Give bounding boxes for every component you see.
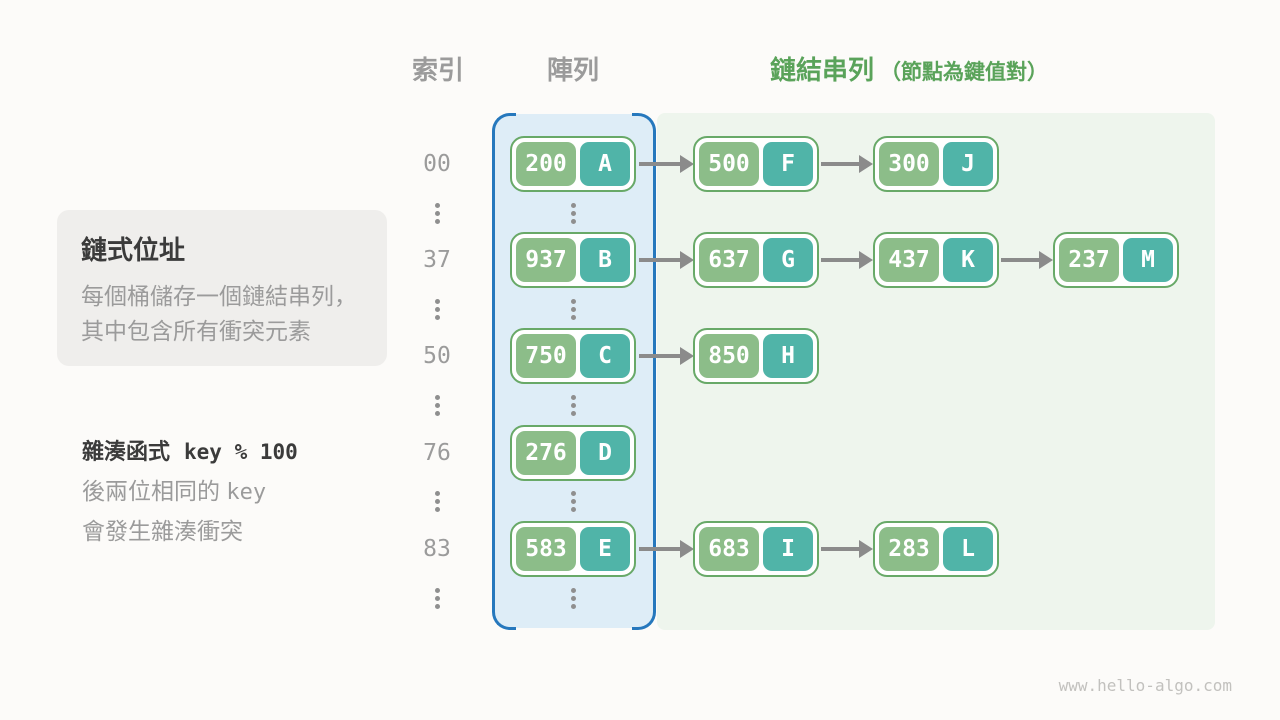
ellipsis-dots-icon (434, 588, 440, 609)
node-value: D (580, 431, 630, 475)
hash-row-00: 00 200 A 500 F 300 J (0, 136, 1280, 192)
hash-row-50: 50 750 C 850 H (0, 328, 1280, 384)
linked-list-column-header: 鏈結串列 （節點為鍵值對） (770, 54, 1230, 86)
node-key: 637 (699, 238, 759, 282)
next-pointer-arrow (639, 347, 694, 365)
callout-title: 鏈式位址 (81, 235, 186, 265)
node-value: A (580, 142, 630, 186)
bucket-node: 750 C (510, 328, 636, 384)
index-label: 76 (423, 440, 451, 466)
node-key: 276 (516, 431, 576, 475)
bucket-node: 583 E (510, 521, 636, 577)
callout-body: 每個桶儲存一個鏈結串列， 其中包含所有衝突元素 (81, 279, 363, 349)
node-value: L (943, 527, 993, 571)
next-pointer-arrow (639, 540, 694, 558)
hash-row-76: 76 276 D (0, 425, 1280, 481)
node-value: K (943, 238, 993, 282)
node-key: 283 (879, 527, 939, 571)
hash-row-37: 37 937 B 637 G 437 K 237 M (0, 232, 1280, 288)
next-pointer-arrow (821, 251, 873, 269)
ellipsis-dots-icon (570, 588, 576, 609)
ellipsis-dots-icon (434, 491, 440, 512)
next-pointer-arrow (821, 540, 873, 558)
list-node: 300 J (873, 136, 999, 192)
node-key: 750 (516, 334, 576, 378)
list-node: 850 H (693, 328, 819, 384)
next-pointer-arrow (639, 251, 694, 269)
ellipsis-dots-icon (434, 395, 440, 416)
watermark: www.hello-algo.com (1058, 676, 1232, 695)
index-label: 00 (423, 151, 451, 177)
hash-function-label: 雜湊函式 (82, 439, 171, 464)
node-value: I (763, 527, 813, 571)
node-key: 500 (699, 142, 759, 186)
hash-function-title: 雜湊函式 key % 100 (82, 434, 402, 466)
hash-note-key-code: key (226, 480, 267, 505)
linked-list-header-label: 鏈結串列 (770, 55, 875, 85)
node-value: C (580, 334, 630, 378)
next-pointer-arrow (639, 155, 694, 173)
bucket-node: 276 D (510, 425, 636, 481)
node-key: 300 (879, 142, 939, 186)
ellipsis-dots-icon (570, 203, 576, 224)
array-right-bracket (632, 113, 656, 630)
next-pointer-arrow (821, 155, 873, 173)
node-value: H (763, 334, 813, 378)
next-pointer-arrow (1001, 251, 1053, 269)
node-value: G (763, 238, 813, 282)
bucket-node: 200 A (510, 136, 636, 192)
node-key: 683 (699, 527, 759, 571)
ellipsis-dots-icon (570, 395, 576, 416)
ellipsis-dots-icon (434, 203, 440, 224)
callout-line-1: 每個桶儲存一個鏈結串列， (81, 283, 357, 309)
node-key: 583 (516, 527, 576, 571)
hash-function-formula: key % 100 (184, 440, 298, 464)
bucket-node: 937 B (510, 232, 636, 288)
ellipsis-dots-icon (434, 299, 440, 320)
node-key: 200 (516, 142, 576, 186)
node-value: E (580, 527, 630, 571)
hash-note-line-2: 會發生雜湊衝突 (82, 518, 243, 544)
array-left-bracket (492, 113, 516, 630)
node-value: F (763, 142, 813, 186)
node-key: 437 (879, 238, 939, 282)
chaining-callout-box: 鏈式位址 每個桶儲存一個鏈結串列， 其中包含所有衝突元素 (57, 210, 387, 366)
hash-function-note: 雜湊函式 key % 100 後兩位相同的 key 會發生雜湊衝突 (82, 434, 402, 544)
node-key: 237 (1059, 238, 1119, 282)
ellipsis-dots-icon (570, 299, 576, 320)
node-value: B (580, 238, 630, 282)
node-key: 850 (699, 334, 759, 378)
ellipsis-dots-icon (570, 491, 576, 512)
list-node: 283 L (873, 521, 999, 577)
linked-list-header-note: （節點為鍵值對） (880, 61, 1049, 84)
list-node: 683 I (693, 521, 819, 577)
callout-line-2: 其中包含所有衝突元素 (81, 318, 311, 344)
list-node: 437 K (873, 232, 999, 288)
index-column-header: 索引 (411, 55, 464, 85)
index-label: 83 (423, 536, 451, 562)
node-value: M (1123, 238, 1173, 282)
hash-row-83: 83 583 E 683 I 283 L (0, 521, 1280, 577)
index-label: 50 (423, 343, 451, 369)
hash-note-line-1: 後兩位相同的 key (82, 478, 267, 505)
node-key: 937 (516, 238, 576, 282)
list-node: 237 M (1053, 232, 1179, 288)
list-node: 637 G (693, 232, 819, 288)
list-node: 500 F (693, 136, 819, 192)
array-column-header: 陣列 (546, 55, 599, 85)
index-label: 37 (423, 247, 451, 273)
node-value: J (943, 142, 993, 186)
